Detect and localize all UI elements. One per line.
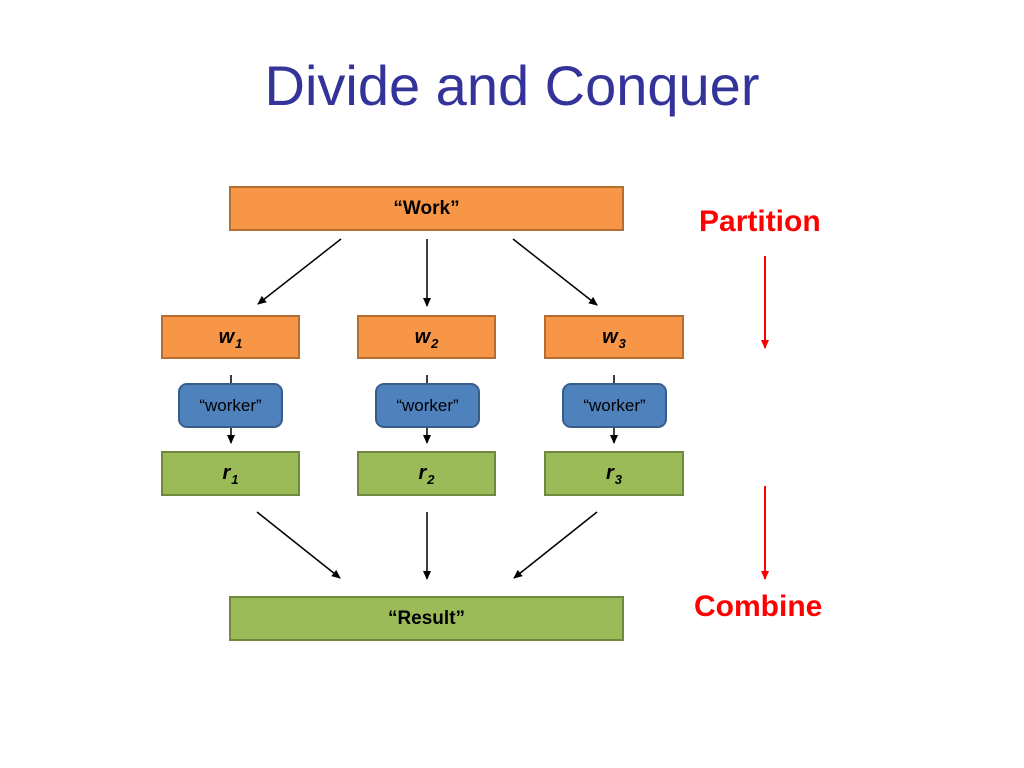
combine-arrow-1 [256,511,341,579]
worker-label-3: “worker” [583,395,646,415]
worker-box-1: “worker” [178,383,283,428]
work-box: “Work” [229,186,624,231]
combine-stage-label: Combine [694,590,823,623]
worker-label-2: “worker” [396,395,459,415]
partition-box-1: w1 [161,315,300,359]
worker-label-1: “worker” [199,395,262,415]
result-label-3: r3 [605,462,623,487]
work-label: “Work” [393,197,460,219]
result-label-1: r1 [222,462,239,487]
partition-label-3: w3 [602,325,626,351]
final-result-label: “Result” [387,607,466,629]
result-box-3: r3 [544,451,684,496]
worker-box-2: “worker” [375,383,480,428]
partition-box-2: w2 [357,315,496,359]
combine-arrow-3 [513,511,598,579]
split-arrow-3 [512,238,598,306]
worker-box-3: “worker” [562,383,667,428]
result-box-2: r2 [357,451,496,496]
split-arrow-1 [257,238,342,305]
final-result-box: “Result” [229,596,624,641]
partition-box-3: w3 [544,315,684,359]
partition-label-2: w2 [414,325,439,351]
result-box-1: r1 [161,451,300,496]
slide-title: Divide and Conquer [264,54,760,117]
partition-stage-label: Partition [699,205,821,238]
result-label-2: r2 [418,462,435,487]
partition-label-1: w1 [218,325,243,351]
